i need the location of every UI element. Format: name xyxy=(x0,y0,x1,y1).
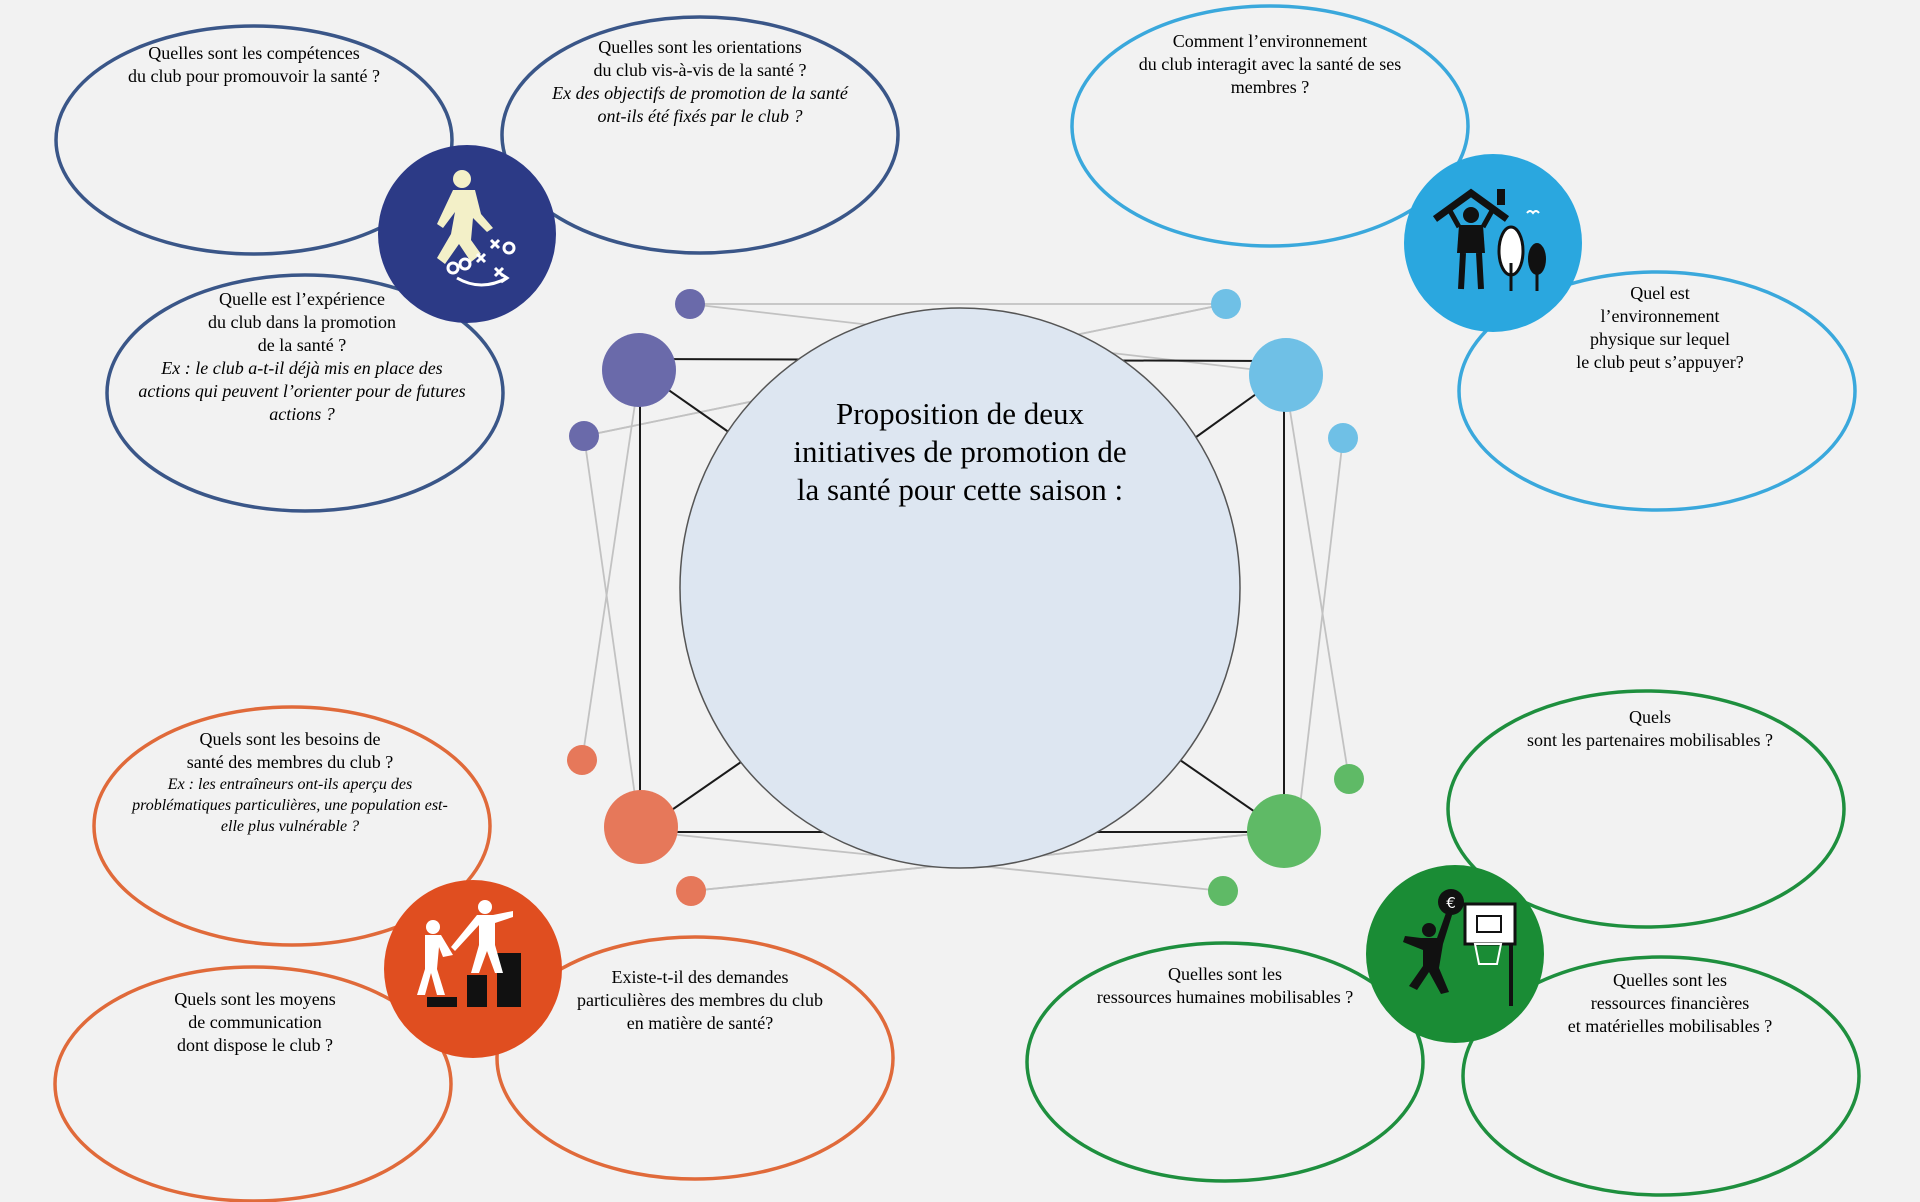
bubble-text-environment-interaction: Comment l’environnement du club interagi… xyxy=(1090,30,1450,99)
euro-symbol: € xyxy=(1446,894,1456,912)
bubble-text-health-needs: Quels sont les besoins de santé des memb… xyxy=(100,728,480,837)
bubble-text-experience: Quelle est l’expérience du club dans la … xyxy=(107,288,497,426)
question-text: Comment l’environnement du club interagi… xyxy=(1138,31,1402,97)
bubble-health-needs xyxy=(92,705,492,947)
bubble-text-partners: Quels sont les partenaires mobilisables … xyxy=(1480,706,1820,752)
question-text: Quels sont les partenaires mobilisables … xyxy=(1527,707,1773,750)
bubble-text-financial-resources: Quelles sont les ressources financières … xyxy=(1520,969,1820,1038)
center-title: Proposition de deux initiatives de promo… xyxy=(793,396,1127,507)
bubble-member-requests xyxy=(495,935,895,1181)
bubble-physical-environment xyxy=(1457,270,1857,512)
example-text: Ex : le club a-t-il déjà mis en place de… xyxy=(138,358,466,424)
bubble-text-physical-environment: Quel est l’environnement physique sur le… xyxy=(1520,282,1800,374)
node-green-small-right xyxy=(1334,764,1364,794)
node-green-large xyxy=(1247,794,1321,868)
node-blue-large xyxy=(1249,338,1323,412)
bubble-environment-interaction xyxy=(1070,4,1470,248)
node-purple-large xyxy=(602,333,676,407)
center-circle xyxy=(679,307,1241,869)
helping-hand-steps-icon xyxy=(384,880,562,1058)
question-text: Quelles sont les ressources financières … xyxy=(1567,970,1773,1036)
person-house-trees-icon xyxy=(1404,154,1582,332)
question-text: Quels sont les moyens de communication d… xyxy=(174,989,336,1055)
question-text: Existe-t-il des demandes particulières d… xyxy=(577,967,823,1033)
node-purple-small-top xyxy=(675,289,705,319)
bubble-text-orientations: Quelles sont les orientations du club vi… xyxy=(510,36,890,128)
bubble-experience xyxy=(105,273,505,513)
question-text: Quelle est l’expérience du club dans la … xyxy=(208,289,396,355)
bubble-financial-resources xyxy=(1461,955,1861,1197)
football-player-tactics-icon xyxy=(378,145,556,323)
node-orange-small-bottom xyxy=(676,876,706,906)
bubble-human-resources xyxy=(1025,941,1425,1183)
bubble-orientations xyxy=(500,15,900,255)
question-text: Quelles sont les compétences du club pou… xyxy=(128,43,380,86)
question-text: Quels sont les besoins de santé des memb… xyxy=(186,729,394,772)
example-text: Ex : les entraîneurs ont-ils aperçu des … xyxy=(132,776,448,835)
example-text: Ex des objectifs de promotion de la sant… xyxy=(552,83,848,126)
question-text: Quel est l’environnement physique sur le… xyxy=(1576,283,1744,372)
bubble-partners xyxy=(1446,689,1846,929)
bubble-text-competences: Quelles sont les compétences du club pou… xyxy=(84,42,424,88)
bubble-text-human-resources: Quelles sont les ressources humaines mob… xyxy=(1055,963,1395,1009)
node-orange-large xyxy=(604,790,678,864)
question-text: Quelles sont les ressources humaines mob… xyxy=(1096,964,1354,1007)
bubble-text-communication: Quels sont les moyens de communication d… xyxy=(115,988,395,1057)
node-orange-small-left xyxy=(567,745,597,775)
question-text: Quelles sont les orientations du club vi… xyxy=(593,37,807,80)
bubble-competences xyxy=(54,24,454,256)
node-blue-small-top xyxy=(1211,289,1241,319)
bubble-communication xyxy=(53,965,453,1202)
node-purple-small-left xyxy=(569,421,599,451)
node-green-small-bottom xyxy=(1208,876,1238,906)
basketball-euro-player-icon: € xyxy=(1366,865,1544,1043)
node-blue-small-right xyxy=(1328,423,1358,453)
bubble-text-member-requests: Existe-t-il des demandes particulières d… xyxy=(540,966,860,1035)
